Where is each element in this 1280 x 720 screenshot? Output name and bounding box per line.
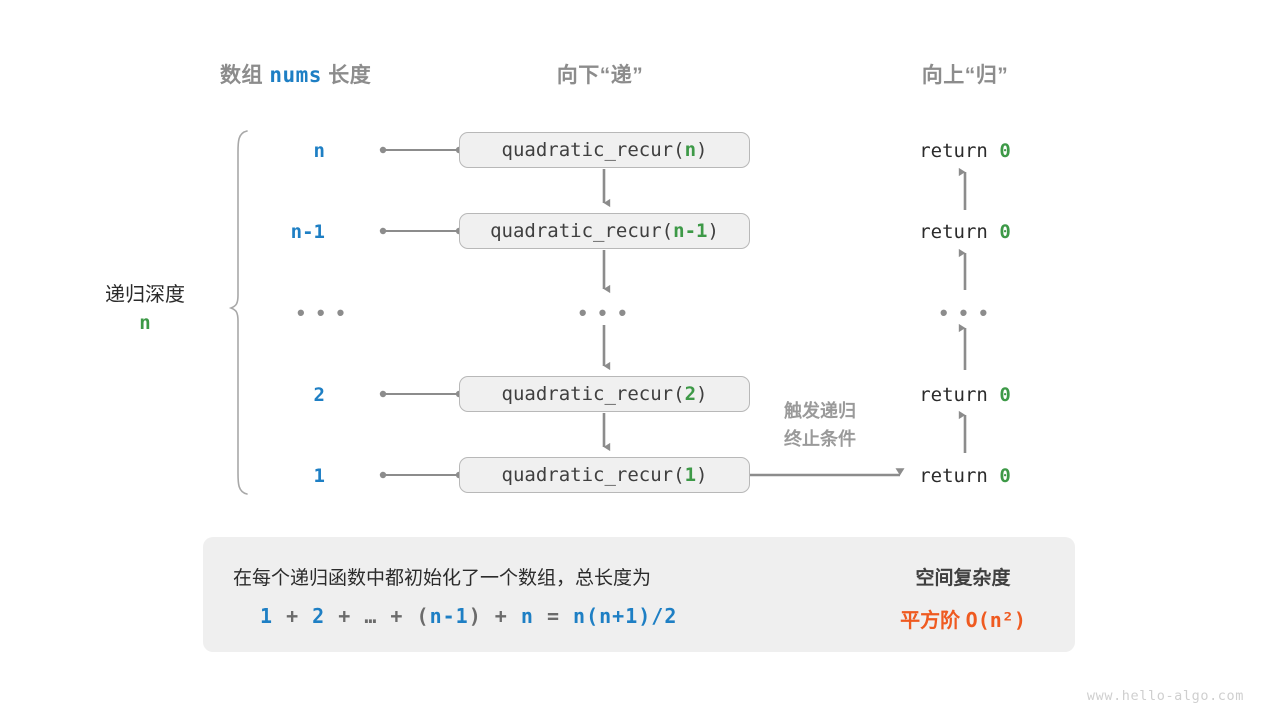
call-box-close-2: )	[707, 220, 719, 242]
call-box-arg-2: n-1	[673, 220, 708, 242]
return-value-2: 0	[999, 221, 1011, 243]
depth-value-row-2: n-1	[290, 221, 325, 243]
header-array-suffix: 长度	[321, 64, 372, 87]
call-box-row-1[interactable]: quadratic_recur(n)	[459, 132, 750, 168]
header-ascend: 向上“归”	[921, 64, 1009, 87]
termination-annotation: 触发递归 终止条件	[784, 398, 856, 454]
row-connectors	[383, 149, 459, 476]
summary-formula: 1 + 2 + … + (n-1) + n = n(n+1)/2	[260, 604, 677, 628]
return-value-1: 0	[999, 140, 1011, 162]
call-box-name-2: quadratic_recur(	[490, 220, 674, 242]
call-box-name-4: quadratic_recur(	[501, 383, 685, 405]
complexity-big-o: O(n²)	[965, 608, 1026, 632]
formula-token-9: +	[481, 604, 521, 628]
formula-token-0: 1	[260, 604, 274, 628]
formula-token-4: …	[364, 604, 378, 628]
formula-token-8: )	[468, 604, 482, 628]
return-row-4: return 0	[865, 384, 1065, 406]
depth-value-ellipsis: • • •	[297, 300, 348, 325]
recursion-depth-label: 递归深度 n	[105, 281, 185, 338]
header-descend: 向下“递”	[556, 64, 644, 87]
call-box-row-4[interactable]: quadratic_recur(2)	[459, 376, 750, 412]
header-nums-token: nums	[269, 63, 322, 87]
return-keyword-5: return	[919, 465, 988, 487]
depth-value-row-1: n	[313, 140, 325, 162]
call-box-arg-5: 1	[684, 464, 697, 486]
return-row-5: return 0	[865, 465, 1065, 487]
depth-value-row-4: 2	[313, 384, 325, 406]
complexity-value: 平方阶 O(n²)	[833, 604, 1093, 633]
termination-annotation-line2: 终止条件	[784, 428, 856, 449]
call-box-close-5: )	[696, 464, 708, 486]
return-value-4: 0	[999, 384, 1011, 406]
formula-token-1: +	[273, 604, 313, 628]
formula-token-2: 2	[312, 604, 326, 628]
return-value-5: 0	[999, 465, 1011, 487]
call-stack-ellipsis: • • •	[578, 300, 630, 325]
recursion-depth-value: n	[139, 312, 151, 334]
formula-token-11: =	[533, 604, 574, 628]
termination-annotation-line1: 触发递归	[784, 401, 856, 421]
return-ellipsis: • • •	[939, 300, 991, 325]
depth-brace	[228, 130, 248, 495]
return-row-2: return 0	[865, 221, 1065, 243]
return-keyword-4: return	[919, 384, 988, 406]
return-keyword-2: return	[919, 221, 988, 243]
complexity-prefix: 平方阶	[900, 610, 966, 632]
call-box-row-2[interactable]: quadratic_recur(n-1)	[459, 213, 750, 249]
formula-token-3: +	[325, 604, 365, 628]
return-keyword-1: return	[919, 140, 988, 162]
call-box-arg-4: 2	[684, 383, 697, 405]
connector-dots	[379, 146, 463, 479]
call-box-name-5: quadratic_recur(	[501, 464, 685, 486]
depth-value-row-5: 1	[313, 465, 325, 487]
header-array-prefix: 数组	[220, 64, 270, 87]
formula-token-5: +	[377, 604, 417, 628]
site-watermark: www.hello-algo.com	[1086, 688, 1244, 704]
recursion-depth-text: 递归深度	[105, 284, 185, 306]
call-box-arg-1: n	[684, 139, 697, 161]
call-box-name-1: quadratic_recur(	[501, 139, 685, 161]
formula-token-10: n	[520, 604, 534, 628]
formula-token-6: (	[416, 604, 430, 628]
formula-token-12: n(n+1)/2	[573, 604, 678, 628]
summary-panel	[203, 537, 1075, 652]
summary-description: 在每个递归函数中都初始化了一个数组，总长度为	[233, 568, 652, 589]
header-array-length: 数组 nums 长度	[220, 59, 371, 89]
call-box-row-5[interactable]: quadratic_recur(1)	[459, 457, 750, 493]
complexity-title: 空间复杂度	[915, 568, 1011, 589]
call-box-close-1: )	[696, 139, 708, 161]
call-box-close-4: )	[696, 383, 708, 405]
formula-token-7: n-1	[429, 604, 469, 628]
return-row-1: return 0	[865, 140, 1065, 162]
